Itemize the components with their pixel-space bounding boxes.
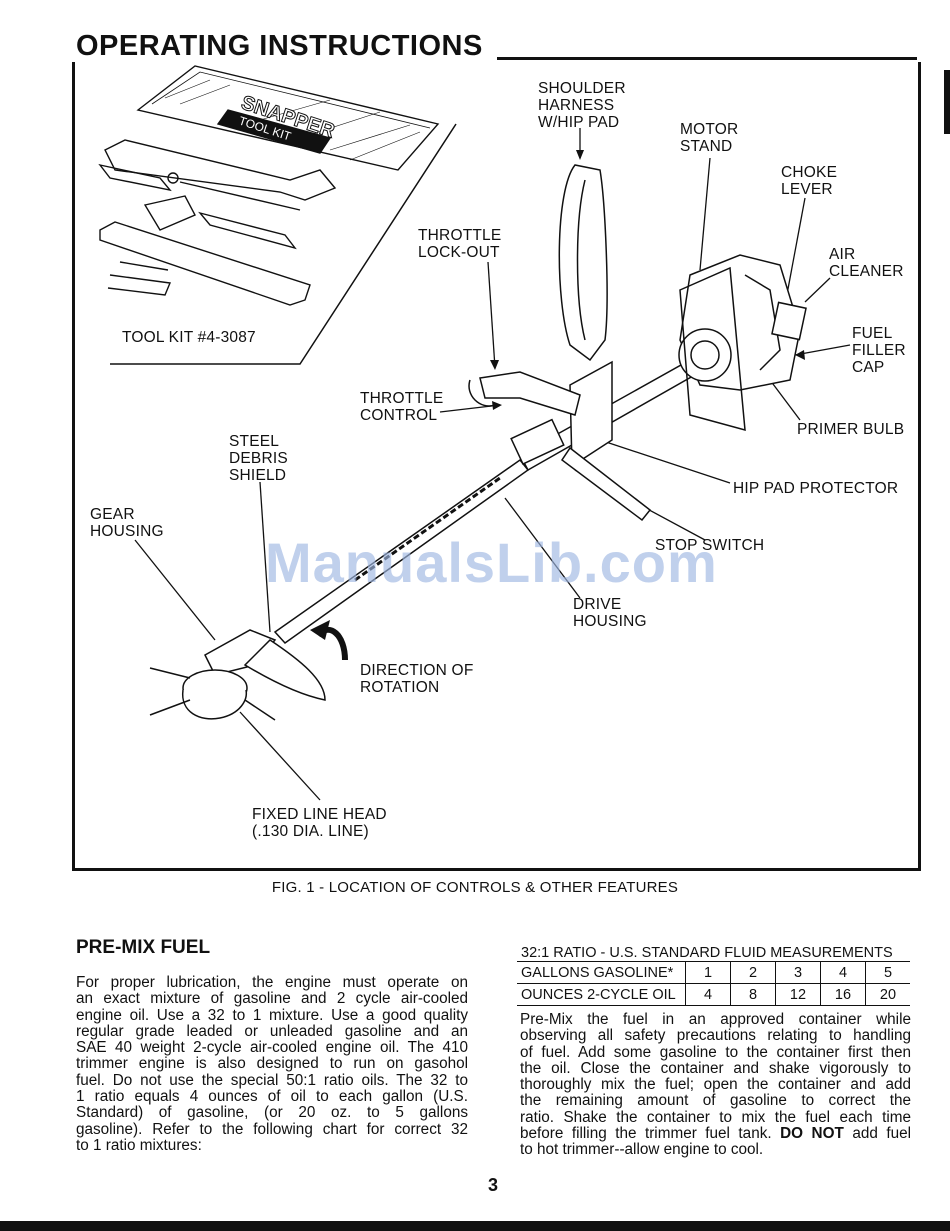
- text-line: of fuel. Add some gasoline to the contai…: [520, 1043, 911, 1061]
- label-fixed-line-head: FIXED LINE HEAD (.130 DIA. LINE): [252, 806, 387, 840]
- text-line: Standard) of gasoline, (or 20 oz. to 5 g…: [76, 1104, 468, 1122]
- label-hip-pad-protector: HIP PAD PROTECTOR: [733, 480, 899, 497]
- ratio-table-title: 32:1 RATIO - U.S. STANDARD FLUID MEASURE…: [521, 945, 893, 961]
- label-choke-lever: CHOKE LEVER: [781, 164, 838, 198]
- text-line: For proper lubrication, the engine must …: [76, 974, 468, 991]
- text-line: thoroughly mix the fuel; open the contai…: [520, 1076, 911, 1094]
- text-line: to 1 ratio mixtures:: [76, 1136, 202, 1154]
- figure-frame: [72, 62, 921, 871]
- table-cell: 12: [775, 983, 821, 1006]
- table-cell: 2: [730, 961, 776, 984]
- label-fuel-filler-cap: FUEL FILLER CAP: [852, 325, 906, 376]
- label-gear-housing: GEAR HOUSING: [90, 506, 164, 540]
- ratio-table: GALLONS GASOLINE* 1 2 3 4 5 OUNCES 2-CYC…: [517, 961, 910, 1006]
- watermark: ManualsLib.com: [265, 531, 718, 594]
- label-stop-switch: STOP SWITCH: [655, 537, 765, 554]
- text-line: to hot trimmer--allow engine to cool.: [520, 1141, 764, 1159]
- text-line: Pre-Mix the fuel in an approved containe…: [520, 1011, 911, 1028]
- table-cell: 5: [865, 961, 910, 984]
- table-cell: GALLONS GASOLINE*: [517, 961, 686, 984]
- text-segment: before filling the trimmer fuel tank.: [520, 1125, 772, 1143]
- trimmer-body: [149, 164, 807, 721]
- table-row: GALLONS GASOLINE* 1 2 3 4 5: [517, 961, 910, 984]
- table-cell: 8: [730, 983, 776, 1006]
- text-line: ratio. Shake the container to mix the fu…: [520, 1108, 911, 1126]
- trimmer-illustration: SNAPPER TOOL KIT: [98, 65, 851, 801]
- label-direction-of-rotation: DIRECTION OF ROTATION: [360, 662, 474, 696]
- label-steel-debris-shield: STEEL DEBRIS SHIELD: [229, 433, 288, 484]
- text-line: 1 ratio equals 4 ounces of oil to each g…: [76, 1088, 468, 1106]
- text-line: SAE 40 weight 2-cycle air-cooled engine …: [76, 1039, 468, 1057]
- text-line: observing all safety precautions relatin…: [520, 1027, 911, 1045]
- table-cell: 16: [820, 983, 866, 1006]
- text-line: before filling the trimmer fuel tank. DO…: [520, 1125, 912, 1143]
- text-segment: add fuel: [843, 1125, 912, 1143]
- table-cell: 1: [685, 961, 731, 984]
- premix-paragraph: For proper lubrication, the engine must …: [76, 974, 468, 1154]
- text-line: an exact mixture of gasoline and 2 cycle…: [76, 990, 468, 1008]
- warning-text: DO NOT: [780, 1125, 844, 1143]
- text-line: fuel. Do not use the special 50:1 ratio …: [76, 1071, 468, 1089]
- page-number: 3: [488, 1175, 499, 1195]
- text-line: the remaining amount of gasoline to corr…: [520, 1092, 911, 1110]
- page-title: OPERATING INSTRUCTIONS: [76, 30, 483, 62]
- title-rule: [497, 57, 917, 60]
- label-motor-stand: MOTOR STAND: [680, 121, 739, 155]
- text-line: engine oil. Use a 32 to 1 mixture. Use a…: [76, 1006, 468, 1024]
- text-line: regular grade leaded or unleaded gasolin…: [76, 1022, 468, 1040]
- text-line: the oil. Close the container and shake v…: [520, 1059, 911, 1077]
- label-primer-bulb: PRIMER BULB: [797, 421, 905, 438]
- text-line: gasoline). Refer to the following chart …: [76, 1120, 468, 1138]
- table-cell: 3: [775, 961, 821, 984]
- label-air-cleaner: AIR CLEANER: [829, 246, 904, 280]
- bottom-bar: [0, 1221, 950, 1231]
- label-tool-kit: TOOL KIT #4-3087: [122, 329, 256, 346]
- table-cell: 4: [685, 983, 731, 1006]
- text-line: trimmer engine is also designed to run o…: [76, 1055, 468, 1073]
- table-row: OUNCES 2-CYCLE OIL 4 8 12 16 20: [517, 983, 910, 1006]
- edge-mark: [944, 70, 950, 134]
- figure-caption: FIG. 1 - LOCATION OF CONTROLS & OTHER FE…: [271, 879, 679, 896]
- label-drive-housing: DRIVE HOUSING: [573, 596, 647, 630]
- section-heading: PRE-MIX FUEL: [76, 937, 211, 958]
- table-cell: OUNCES 2-CYCLE OIL: [517, 983, 686, 1006]
- table-cell: 20: [865, 983, 910, 1006]
- premix-instructions: Pre-Mix the fuel in an approved containe…: [520, 1011, 912, 1159]
- label-throttle-control: THROTTLE CONTROL: [360, 390, 444, 424]
- label-throttle-lockout: THROTTLE LOCK-OUT: [418, 227, 502, 261]
- label-shoulder-harness: SHOULDER HARNESS W/HIP PAD: [538, 80, 626, 131]
- table-cell: 4: [820, 961, 866, 984]
- tool-kit-drawing: SNAPPER TOOL KIT: [98, 65, 440, 306]
